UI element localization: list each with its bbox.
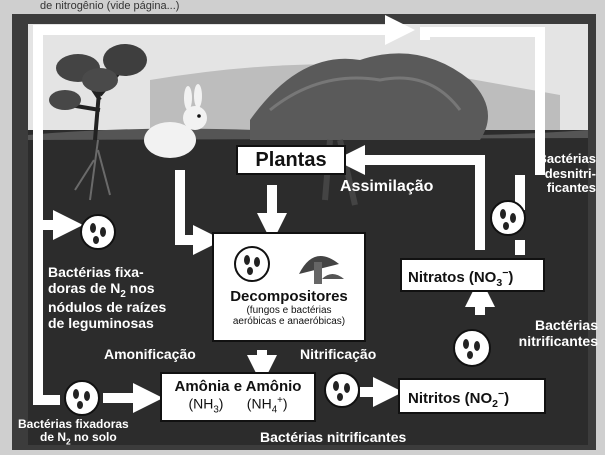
assimilacao-label: Assimilação [340, 178, 433, 196]
plantas-box: Plantas [236, 145, 346, 175]
bacteria-icon [454, 330, 490, 366]
decompositores-sub2: aeróbicas e anaeróbicas) [214, 316, 364, 327]
nh4-open: (NH [247, 396, 272, 412]
fixadoras-nodulos-line2: doras de N2 nos [48, 281, 166, 301]
nitratos-end: ) [508, 269, 513, 286]
fixadoras-solo-text: de N [40, 430, 66, 444]
amonificacao-label: Amonificação [104, 347, 196, 363]
nitritos-box: Nitritos (NO2−) [398, 378, 546, 414]
nitrificantes-right-line2: nitrificantes [500, 334, 598, 350]
fixadoras-solo-label: Bactérias fixadoras de N2 no solo [18, 418, 129, 447]
plantas-label: Plantas [255, 149, 326, 171]
decomposers-illustration [214, 234, 364, 290]
nitrificacao-label: Nitrificação [300, 347, 376, 363]
bacteria-icon [235, 247, 269, 281]
amonia-box: Amônia e Amônio (NH3) (NH4+) [160, 372, 316, 422]
nitrificantes-bottom-label: Bactérias nitrificantes [260, 430, 406, 446]
fixadoras-solo-end: no solo [71, 430, 117, 444]
nitrificantes-right-line1: Bactérias [500, 318, 598, 334]
nitratos-label: Nitratos (NO [408, 269, 496, 286]
fixadoras-solo-line2: de N2 no solo [18, 431, 129, 447]
nitritos-end: ) [504, 390, 509, 407]
amonia-formulas: (NH3) (NH4+) [162, 395, 314, 415]
nh4-sub: 4 [272, 404, 277, 415]
fixadoras-text: doras de N [48, 280, 120, 296]
fixadoras-text-end: nos [126, 280, 155, 296]
fixadoras-solo-line1: Bactérias fixadoras [18, 418, 129, 431]
bacteria-icon [491, 201, 525, 235]
nitrificantes-right-label: Bactérias nitrificantes [500, 318, 598, 349]
top-partial-caption: de nitrogênio (vide página...) [40, 0, 179, 12]
fixadoras-nodulos-line3: nódulos de raízes [48, 300, 166, 316]
fixadoras-nodulos-line4: de leguminosas [48, 316, 166, 332]
fixadoras-nodulos-line1: Bactérias fixa- [48, 265, 166, 281]
mushroom-icon [299, 256, 344, 284]
desnitrificantes-label: Bactérias desnitri- ficantes [526, 152, 596, 196]
nh3-open: (NH [188, 396, 213, 412]
bacteria-icon [81, 215, 115, 249]
amonia-title: Amônia e Amônio [162, 378, 314, 395]
desnitrificantes-line3: ficantes [526, 181, 596, 196]
nitritos-label: Nitritos (NO [408, 390, 492, 407]
desnitrificantes-line2: desnitri- [526, 167, 596, 182]
nh3-close: ) [219, 396, 224, 412]
nitratos-box: Nitratos (NO3−) [400, 258, 545, 292]
decompositores-sub1: (fungos e bactérias [214, 305, 364, 316]
decompositores-box: Decompositores (fungos e bactérias aerób… [212, 232, 366, 342]
fixadoras-nodulos-label: Bactérias fixa- doras de N2 nos nódulos … [48, 265, 166, 332]
nh4-close: ) [283, 396, 288, 412]
bacteria-icon [325, 373, 359, 407]
decompositores-title: Decompositores [214, 288, 364, 305]
desnitrificantes-line1: Bactérias [526, 152, 596, 167]
bacteria-icon [65, 381, 99, 415]
